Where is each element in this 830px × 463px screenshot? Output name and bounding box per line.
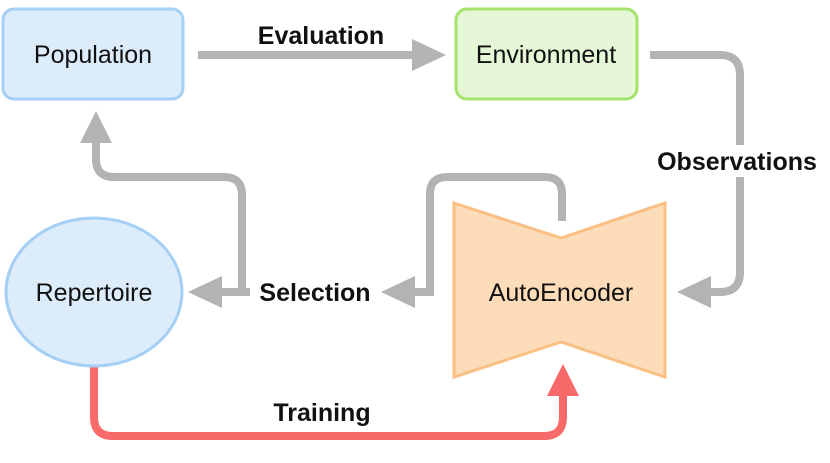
autoencoder-bowtie bbox=[452, 200, 667, 380]
evaluation-arrowhead bbox=[412, 39, 446, 71]
selection-to-population-arrow bbox=[80, 111, 246, 292]
training-arrow-line bbox=[90, 367, 567, 440]
evaluation-label: Evaluation bbox=[258, 22, 384, 50]
autoencoder-node: AutoEncoder bbox=[452, 200, 667, 380]
population-label: Population bbox=[34, 41, 152, 69]
selection-arrowhead-left bbox=[188, 276, 222, 308]
observations-label-bg bbox=[643, 145, 828, 177]
environment-box bbox=[454, 7, 639, 101]
training-arrow bbox=[90, 364, 579, 440]
population-box bbox=[1, 7, 185, 101]
training-label: Training bbox=[273, 399, 370, 427]
autoencoder-label: AutoEncoder bbox=[489, 279, 634, 307]
evaluation-arrow bbox=[198, 39, 446, 71]
observations-label: Observations bbox=[657, 148, 817, 176]
observations-arrowhead bbox=[677, 276, 711, 308]
selection-label: Selection bbox=[259, 279, 370, 307]
repertoire-ellipse bbox=[4, 216, 184, 368]
selection-to-population-arrowhead bbox=[80, 111, 112, 143]
selection-to-population-line bbox=[92, 140, 246, 292]
population-node: Population bbox=[1, 7, 185, 101]
repertoire-node: Repertoire bbox=[4, 216, 184, 368]
selection-arrow-line bbox=[412, 173, 566, 296]
environment-label: Environment bbox=[476, 41, 616, 69]
training-arrowhead bbox=[547, 364, 579, 396]
selection-arrowhead-right bbox=[381, 276, 415, 308]
repertoire-label: Repertoire bbox=[36, 279, 153, 307]
environment-node: Environment bbox=[454, 7, 639, 101]
